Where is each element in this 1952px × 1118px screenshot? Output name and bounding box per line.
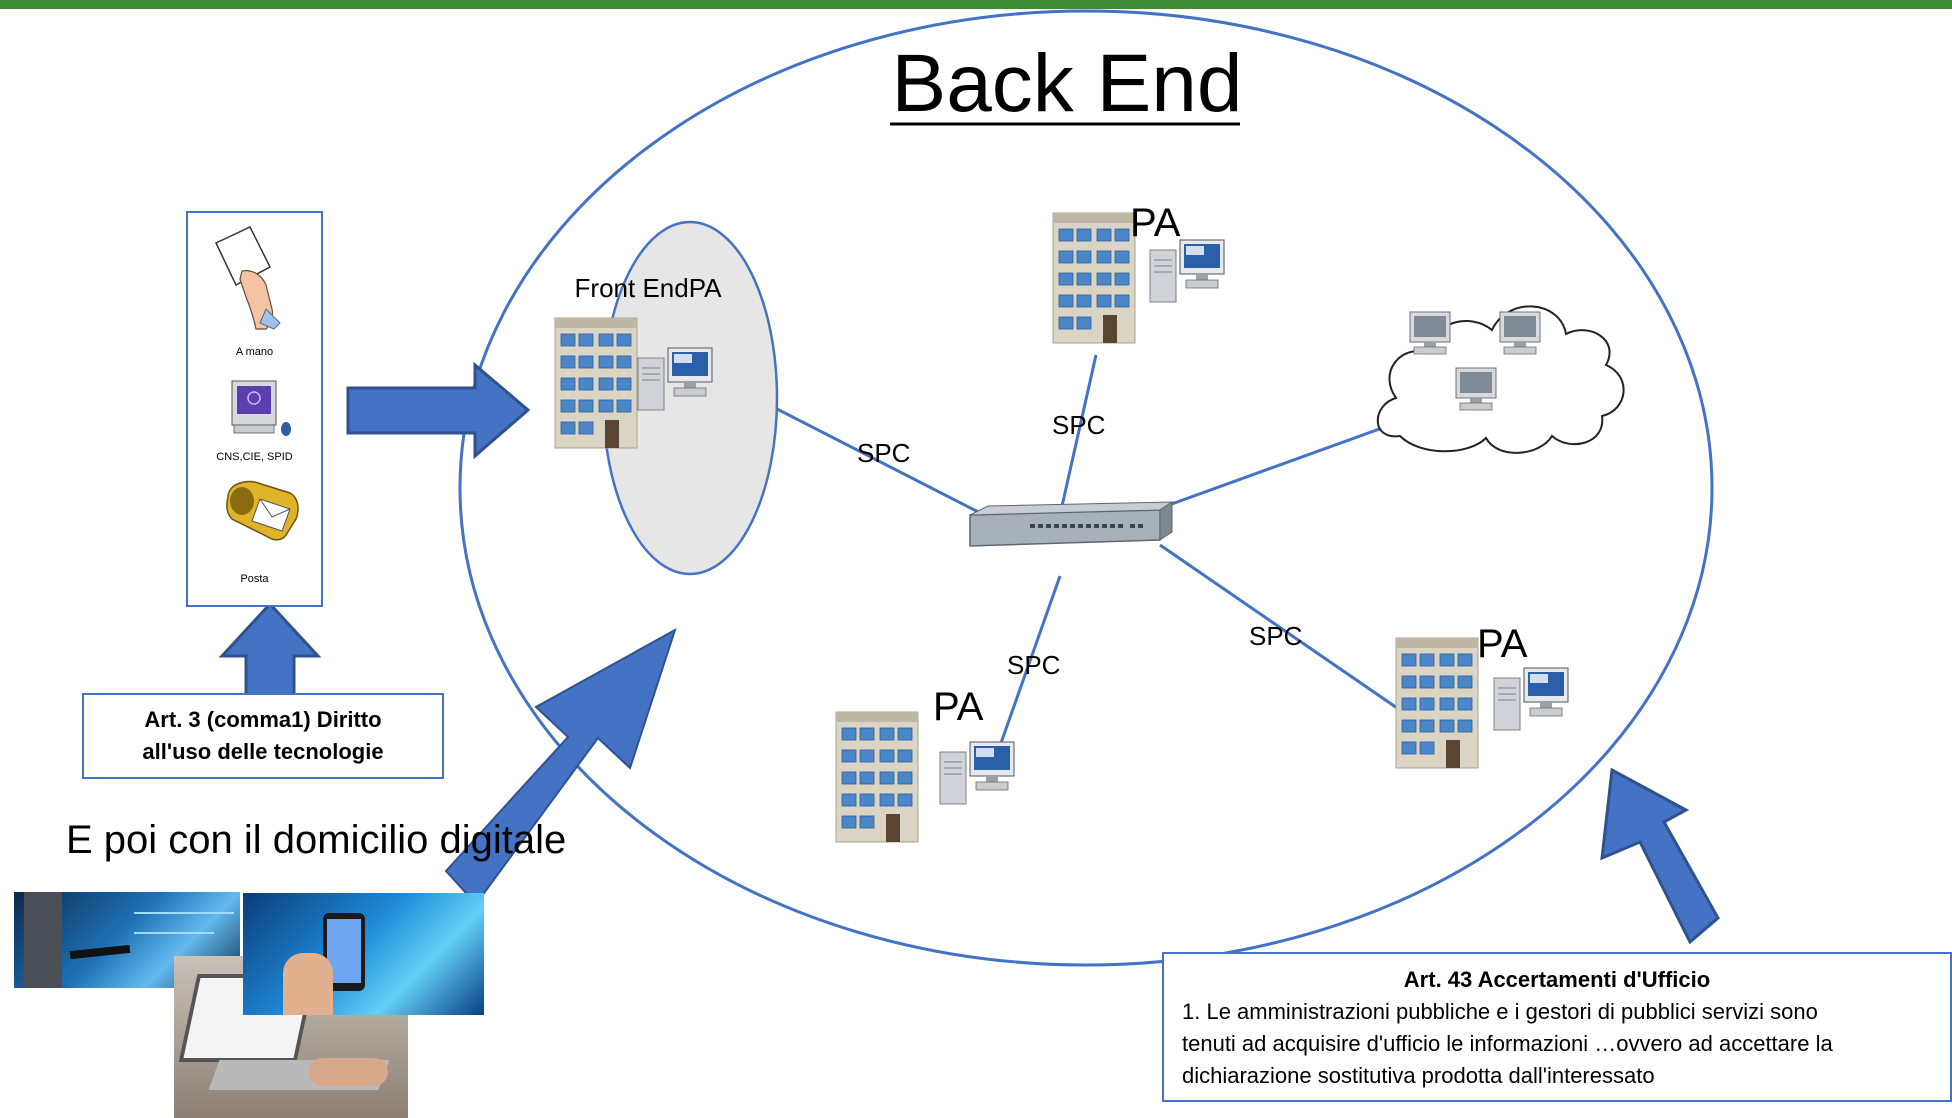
pa-left-server-icon — [939, 741, 1015, 805]
pa-right-server-icon — [1493, 667, 1569, 731]
access-channels-panel: A mano CNS,CIE, SPID Posta — [186, 211, 323, 607]
pa-right-building-icon — [1395, 637, 1479, 769]
channels-to-front-end-arrow — [346, 361, 531, 460]
network-switch-icon — [969, 501, 1174, 547]
link-cloud — [1154, 421, 1397, 512]
domicilio-arrow — [444, 627, 677, 906]
photo-tablet-tech — [14, 892, 240, 988]
art3-textbox: Art. 3 (comma1) Diritto all'uso delle te… — [82, 693, 444, 779]
photo-smartphone — [243, 893, 484, 1015]
channel-label-a-mano: A mano — [235, 346, 274, 358]
front-end-building-icon — [554, 317, 638, 449]
pa-top-building-icon — [1052, 212, 1136, 344]
hand-document-icon — [214, 226, 281, 330]
link-pa-top — [1058, 354, 1098, 516]
spc-label-front-end: SPC — [857, 438, 910, 468]
top-accent-bar — [0, 0, 1952, 9]
link-pa-bottom-right — [1159, 543, 1401, 712]
domicilio-digitale-text: E poi con il domicilio digitale — [66, 818, 567, 862]
computer-icon — [231, 380, 291, 436]
art43-body: 1. Le amministrazioni pubbliche e i gest… — [1182, 999, 1833, 1088]
art3-up-arrow — [218, 601, 322, 697]
art43-arrow — [1600, 767, 1720, 945]
pa-top-label: PA — [1130, 201, 1181, 245]
page-title: Back End — [892, 38, 1243, 129]
pa-top-server-icon — [1149, 239, 1225, 303]
art3-line2: all'uso delle tecnologie — [142, 739, 384, 764]
mailbox-icon — [226, 480, 299, 541]
back-end-ellipse — [458, 9, 1714, 967]
spc-label-pa-top: SPC — [1052, 410, 1105, 440]
cloud-network-icon — [1376, 305, 1625, 454]
pa-left-building-icon — [835, 711, 919, 843]
pa-left-label: PA — [933, 685, 984, 729]
channel-label-posta: Posta — [240, 573, 269, 585]
channel-label-cns-cie-spid: CNS,CIE, SPID — [216, 451, 293, 463]
art43-title: Art. 43 Accertamenti d'Ufficio — [1403, 967, 1711, 992]
spc-label-pa-right: SPC — [1249, 621, 1302, 651]
art3-line1: Art. 3 (comma1) Diritto — [144, 707, 382, 732]
art43-textbox: Art. 43 Accertamenti d'Ufficio 1. Le amm… — [1162, 952, 1952, 1102]
network-links — [729, 354, 1401, 761]
link-pa-bottom-left — [993, 575, 1062, 761]
spc-label-pa-left: SPC — [1007, 650, 1060, 680]
pa-right-label: PA — [1477, 622, 1528, 666]
front-end-label: Front EndPA — [575, 273, 723, 303]
